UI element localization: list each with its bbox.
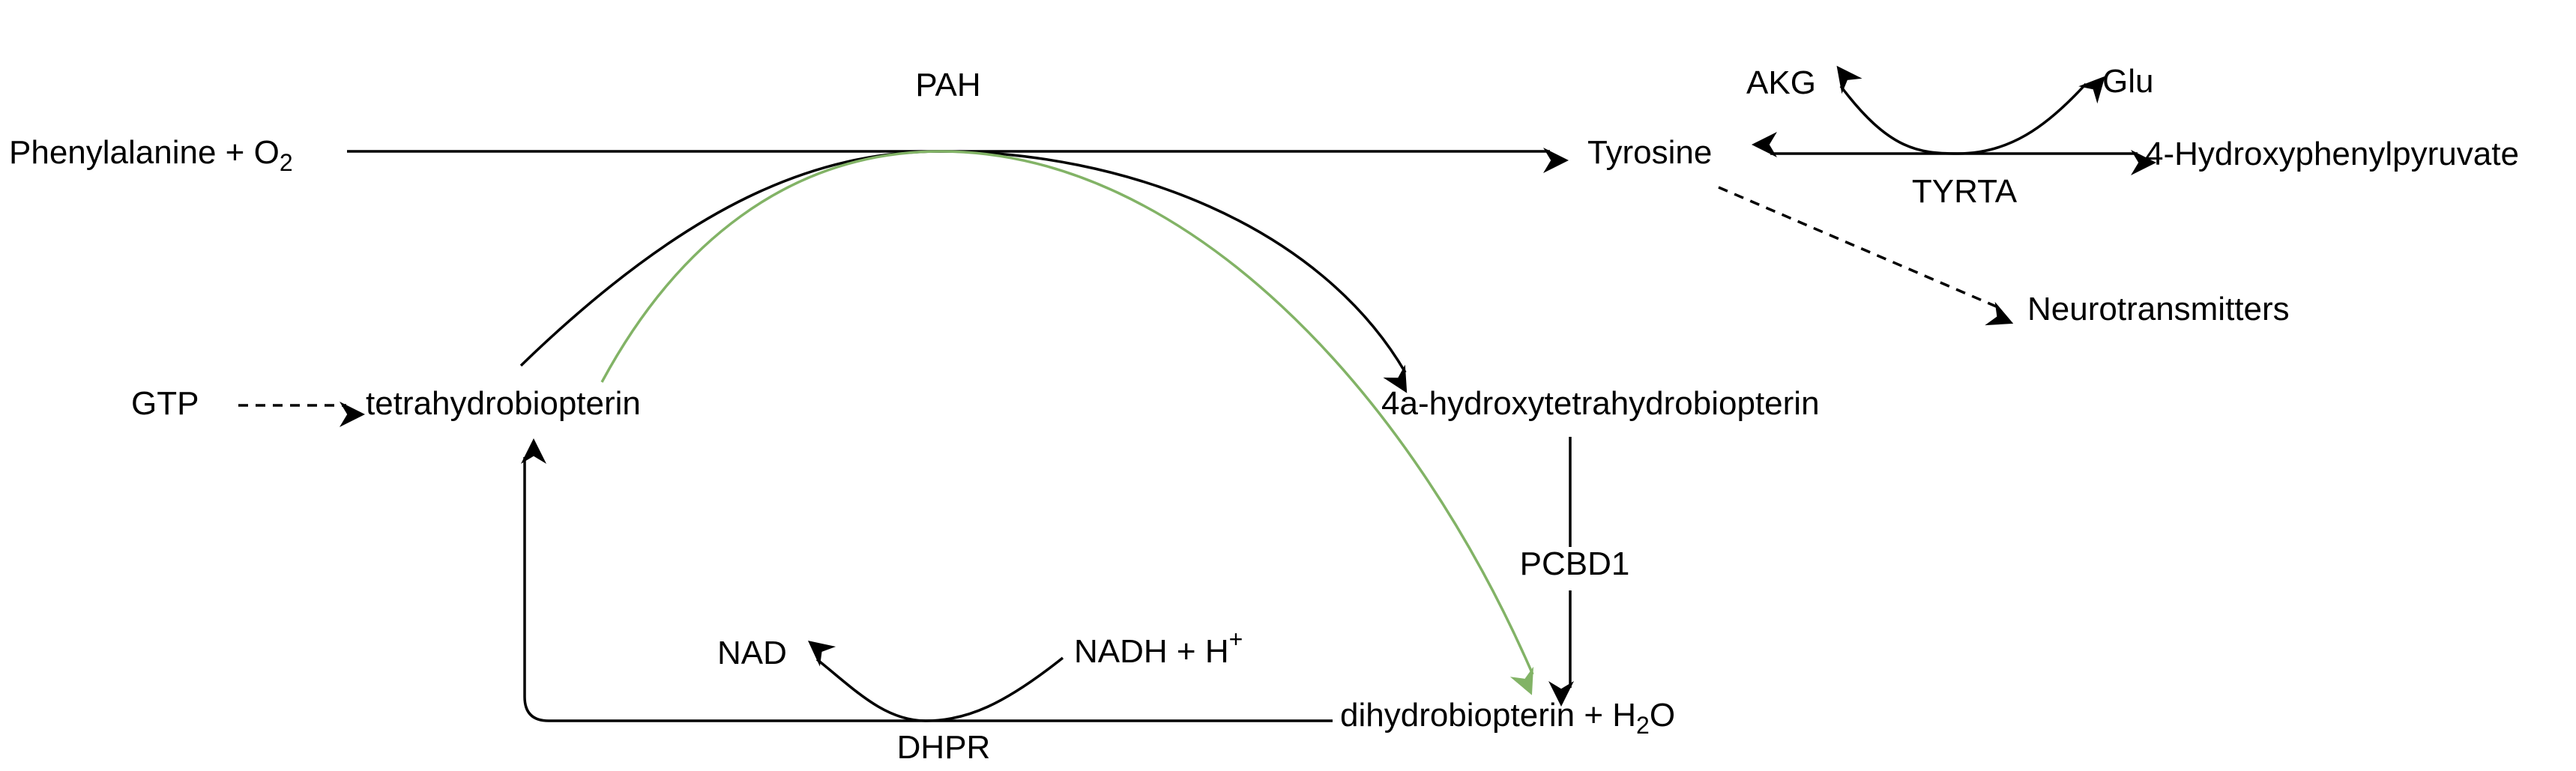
- akg-glu-arc: [1836, 65, 2105, 155]
- neurotransmitters-label: Neurotransmitters: [2027, 291, 2290, 327]
- pcbd1-enzyme-label: PCBD1: [1520, 545, 1630, 582]
- nadh-label: NADH + H+: [1074, 626, 1243, 670]
- hydroxytetrahydrobiopterin-label: 4a-hydroxytetrahydrobiopterin: [1381, 385, 1820, 422]
- nadh-nad-arc: [807, 641, 1064, 722]
- dihydrobiopterin-label: dihydrobiopterin + H2O: [1340, 697, 1675, 739]
- cofactor-direct-arc: [600, 150, 1534, 695]
- glu-label: Glu: [2102, 63, 2153, 100]
- nad-label: NAD: [717, 635, 787, 671]
- akg-label: AKG: [1746, 64, 1816, 101]
- gtp-label: GTP: [131, 385, 199, 422]
- phenylalanine-label: Phenylalanine + O2: [9, 134, 293, 176]
- cofactor-oxidation-arc: [519, 150, 1408, 393]
- tyrosine-label: Tyrosine: [1587, 134, 1712, 171]
- hydroxyphenylpyruvate-label: 4-Hydroxyphenylpyruvate: [2145, 136, 2519, 172]
- dhpr-regeneration-arrow: [521, 438, 1333, 722]
- dhpr-enzyme-label: DHPR: [897, 729, 991, 766]
- tyrta-enzyme-label: TYRTA: [1912, 173, 2018, 210]
- pah-enzyme-label: PAH: [915, 67, 980, 103]
- tetrahydrobiopterin-label: tetrahydrobiopterin: [366, 385, 641, 422]
